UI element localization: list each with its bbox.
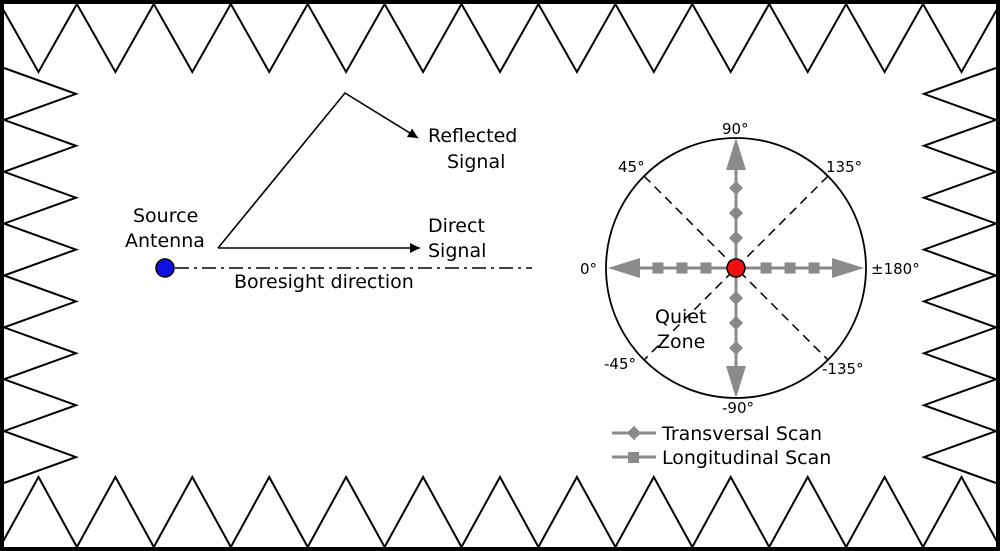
quiet-zone-center-dot [726,258,746,278]
diamond-marker-icon [728,340,744,356]
angle-label-minus90: -90° [722,399,754,417]
absorber-left [1,67,79,484]
legend-square-icon [628,452,639,463]
square-marker-icon [652,262,664,274]
longitudinal-scan-axis [608,258,864,278]
source-antenna-label: Source Antenna [125,205,205,252]
legend: Transversal Scan Longitudinal Scan [612,423,831,469]
legend-diamond-icon [626,425,642,441]
angle-label-180: ±180° [871,260,920,278]
source-antenna-dot [155,258,175,278]
diamond-marker-icon [728,315,744,331]
square-marker-icon [808,262,820,274]
angle-label-minus45: -45° [604,355,636,373]
angle-label-minus135: -135° [822,360,864,378]
square-marker-icon [700,262,712,274]
reflected-signal-path [217,91,419,249]
square-marker-icon [760,262,772,274]
angle-label-0: 0° [580,260,597,278]
legend-longitudinal-label: Longitudinal Scan [662,447,831,469]
diamond-marker-icon [728,205,744,221]
absorber-right [921,67,999,484]
arrowhead-right-icon [832,258,864,278]
diamond-marker-icon [728,290,744,306]
arrowhead-down-icon [726,366,746,398]
angle-label-45: 45° [618,158,645,176]
arrowhead-left-icon [608,258,640,278]
angle-label-135: 135° [826,158,862,176]
arrowhead-up-icon [726,138,746,170]
absorber-top [0,1,1000,75]
reflected-signal-label: Reflected Signal [428,125,523,173]
direct-signal-label: Direct Signal [428,215,491,262]
boresight-label: Boresight direction [234,271,414,293]
square-marker-icon [784,262,796,274]
square-marker-icon [676,262,688,274]
absorber-bottom [0,474,1000,550]
diamond-marker-icon [728,180,744,196]
legend-transversal-label: Transversal Scan [661,423,822,445]
angle-label-90: 90° [722,120,749,138]
quiet-zone-label: Quiet Zone [655,306,712,353]
diamond-marker-icon [728,230,744,246]
diagonal-45-135 [643,175,829,361]
diagonal-135-45 [643,175,829,361]
